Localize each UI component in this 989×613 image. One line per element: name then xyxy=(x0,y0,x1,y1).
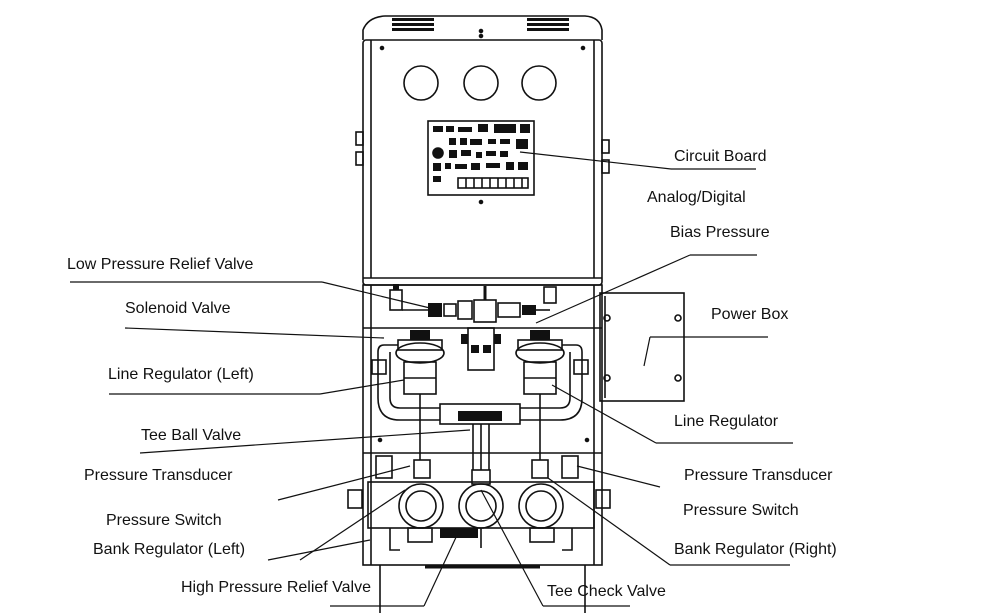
vent-slot xyxy=(392,23,434,26)
gauge-port xyxy=(521,65,557,101)
label-analog-digital: Analog/Digital xyxy=(647,189,746,206)
line-regulator-right-shape xyxy=(515,330,565,395)
center-valve-block xyxy=(467,327,495,371)
label-bias-pressure: Bias Pressure xyxy=(670,224,770,241)
leader-lines xyxy=(70,151,793,607)
tee-ball-valve-shape xyxy=(439,403,521,425)
vent-slot xyxy=(527,18,569,21)
gauge-port xyxy=(403,65,439,101)
label-solenoid-valve: Solenoid Valve xyxy=(125,300,231,317)
vent-slot xyxy=(527,23,569,26)
power-box-shape xyxy=(599,292,685,402)
vent-slot xyxy=(392,18,434,21)
circuit-board xyxy=(427,120,535,196)
pressure-transducer-left-shape xyxy=(375,455,393,479)
label-tee-check-valve: Tee Check Valve xyxy=(547,583,666,600)
label-pressure-transducer-left: Pressure Transducer xyxy=(84,467,233,484)
label-bank-regulator-right: Bank Regulator (Right) xyxy=(674,541,837,558)
top-manifold xyxy=(389,284,557,371)
bank-manifold xyxy=(347,455,611,551)
gauge-port xyxy=(463,65,499,101)
label-pressure-switch-right: Pressure Switch xyxy=(683,502,799,519)
pressure-transducer-right-shape xyxy=(561,455,579,479)
label-line-regulator-left: Line Regulator (Left) xyxy=(108,366,254,383)
label-pressure-switch-left: Pressure Switch xyxy=(106,512,222,529)
label-low-pressure-relief-valve: Low Pressure Relief Valve xyxy=(67,256,254,273)
vent-slot xyxy=(392,28,434,31)
label-tee-ball-valve: Tee Ball Valve xyxy=(141,427,242,444)
piping xyxy=(371,344,589,470)
lower-panel xyxy=(362,284,603,613)
upper-cabinet xyxy=(355,15,610,286)
vent-slot xyxy=(527,28,569,31)
label-high-pressure-relief-valve: High Pressure Relief Valve xyxy=(181,579,372,596)
label-pressure-transducer-right: Pressure Transducer xyxy=(684,467,833,484)
label-circuit-board: Circuit Board xyxy=(674,148,767,165)
label-power-box: Power Box xyxy=(711,306,789,323)
line-regulator-left-shape xyxy=(395,330,445,395)
label-bank-regulator-left: Bank Regulator (Left) xyxy=(93,541,246,558)
label-line-regulator: Line Regulator xyxy=(674,413,779,430)
